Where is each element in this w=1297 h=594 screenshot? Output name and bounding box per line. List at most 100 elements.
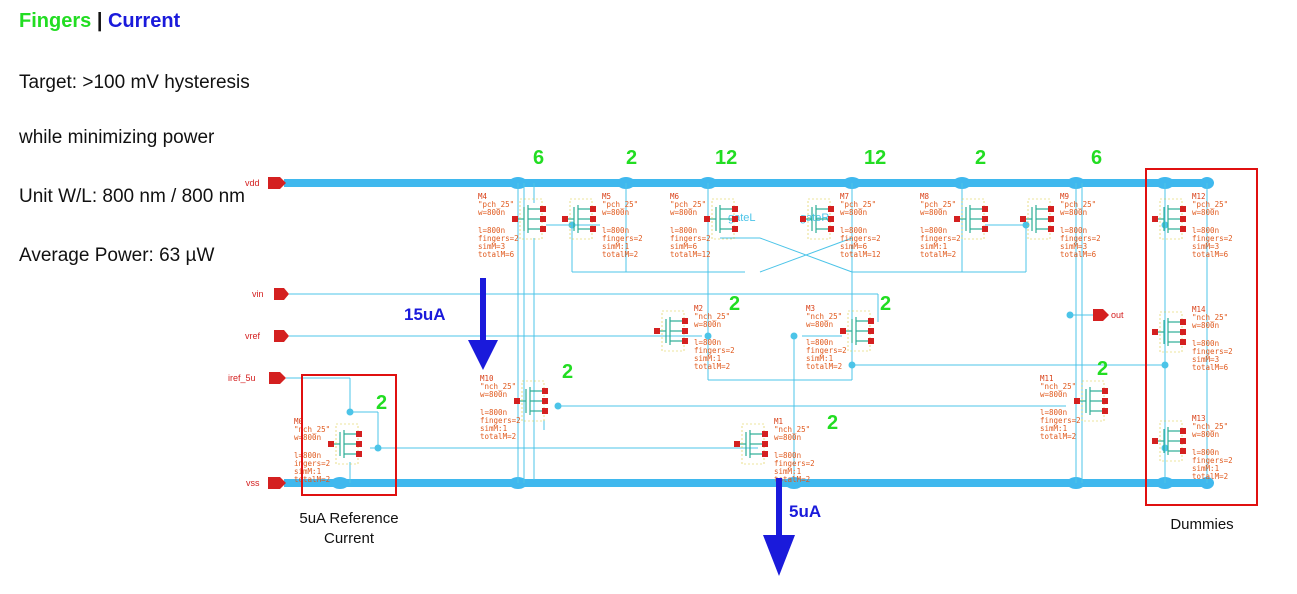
param-M0-fingers: ingers=2	[294, 459, 330, 468]
dummies-box-label: Dummies	[1170, 516, 1233, 533]
transistor-symbol-M14	[1154, 311, 1183, 353]
param-M14-name: M14	[1192, 305, 1206, 314]
terminal-M5-0	[562, 216, 568, 222]
param-M10-w: w=800n	[480, 390, 507, 399]
transistor-symbol-M5	[564, 198, 593, 240]
param-M7-fingers: fingers=2	[840, 234, 881, 243]
param-M10-model: "nch_25"	[480, 382, 516, 391]
terminal-M2-1	[682, 318, 688, 324]
param-M14-w: w=800n	[1192, 321, 1219, 330]
terminal-M5-1	[590, 206, 596, 212]
transistor-M12: M12"pch_25"w=800nl=800nfingers=2simM=3to…	[1152, 192, 1233, 259]
param-M6-name: M6	[670, 192, 680, 201]
transistor-M13: M13"nch_25"w=800nl=800nfingers=2simM:1to…	[1152, 414, 1233, 481]
param-M2-fingers: fingers=2	[694, 346, 735, 355]
param-M3-w: w=800n	[806, 320, 833, 329]
vref-label: vref	[245, 331, 261, 341]
current-arrow-15ua	[468, 278, 498, 370]
fingers-M3: 2	[880, 293, 891, 315]
terminal-M2-2	[682, 338, 688, 344]
terminal-M1-0	[734, 441, 740, 447]
terminal-M5-3	[590, 216, 596, 222]
param-M3-total: totalM=2	[806, 362, 842, 371]
terminal-M3-1	[868, 318, 874, 324]
param-M13-fingers: fingers=2	[1192, 456, 1233, 465]
param-M0-l: l=800n	[294, 451, 321, 460]
param-M6-fingers: fingers=2	[670, 234, 711, 243]
param-M12-name: M12	[1192, 192, 1206, 201]
gateR-label: gateR	[800, 212, 829, 224]
legend-header: Fingers | Current	[19, 10, 180, 33]
terminal-M5-2	[590, 226, 596, 232]
terminal-M14-3	[1180, 329, 1186, 335]
note-target: Target: >100 mV hysteresis	[19, 72, 250, 93]
param-M7-w: w=800n	[840, 208, 867, 217]
fingers-M5: 2	[626, 147, 637, 169]
param-M1-total: totalM=2	[774, 475, 810, 484]
param-M9-model: "pch_25"	[1060, 200, 1096, 209]
param-M11-l: l=800n	[1040, 408, 1067, 417]
param-M0-model: "nch_25"	[294, 425, 330, 434]
transistor-M3: M3"nch_25"w=800nl=800nfingers=2simM:1tot…	[806, 304, 874, 371]
param-M4-w: w=800n	[478, 208, 505, 217]
terminal-M2-0	[654, 328, 660, 334]
param-M11-name: M11	[1040, 374, 1054, 383]
param-M3-model: "nch_25"	[806, 312, 842, 321]
param-M5-fingers: fingers=2	[602, 234, 643, 243]
current-15ua-label: 15uA	[404, 305, 446, 324]
terminal-M6-3	[732, 216, 738, 222]
param-M9-w: w=800n	[1060, 208, 1087, 217]
param-M1-w: w=800n	[774, 433, 801, 442]
param-M4-total: totalM=6	[478, 250, 515, 259]
terminal-M3-3	[868, 328, 874, 334]
terminal-M10-1	[542, 388, 548, 394]
param-M5-model: "pch_25"	[602, 200, 638, 209]
terminal-M8-2	[982, 226, 988, 232]
terminal-M8-1	[982, 206, 988, 212]
terminal-M1-3	[762, 441, 768, 447]
terminal-M10-3	[542, 398, 548, 404]
param-M13-l: l=800n	[1192, 448, 1219, 457]
transistor-symbol-M1	[736, 423, 765, 465]
param-M6-total: totalM=12	[670, 250, 711, 259]
param-M5-name: M5	[602, 192, 611, 201]
fingers-M11: 2	[1097, 358, 1108, 380]
fingers-M9: 6	[1091, 147, 1102, 169]
iref-label: iref_5u	[228, 373, 256, 383]
param-M4-l: l=800n	[478, 226, 505, 235]
param-M10-total: totalM=2	[480, 432, 516, 441]
terminal-M6-0	[704, 216, 710, 222]
transistor-symbol-M6	[706, 198, 735, 240]
param-M6-w: w=800n	[670, 208, 697, 217]
param-M5-total: totalM=2	[602, 250, 638, 259]
param-M10-l: l=800n	[480, 408, 507, 417]
param-M7-total: totalM=12	[840, 250, 881, 259]
terminal-M10-0	[514, 398, 520, 404]
transistor-symbol-M7	[802, 198, 831, 240]
terminal-M6-1	[732, 206, 738, 212]
fingers-M10: 2	[562, 361, 573, 383]
param-M5-simm: simM:1	[602, 242, 629, 251]
iref-pin	[269, 372, 286, 384]
param-M1-simm: simM:1	[774, 467, 801, 476]
param-M2-simm: simM:1	[694, 354, 721, 363]
transistor-M0: M0"nch_25"w=800nl=800ningers=2simM:1tota…	[294, 417, 362, 484]
param-M5-l: l=800n	[602, 226, 629, 235]
fingers-M7: 12	[864, 147, 886, 169]
param-M11-model: "nch_25"	[1040, 382, 1076, 391]
transistor-M9: M9"pch_25"w=800nl=800nfingers=2simM=3tot…	[1020, 192, 1101, 259]
param-M0-w: w=800n	[294, 433, 321, 442]
param-M14-l: l=800n	[1192, 339, 1219, 348]
param-M4-simm: simM=3	[478, 242, 505, 251]
param-M7-name: M7	[840, 192, 849, 201]
param-M5-w: w=800n	[602, 208, 629, 217]
vdd-label: vdd	[245, 178, 260, 188]
param-M1-name: M1	[774, 417, 783, 426]
param-M13-name: M13	[1192, 414, 1206, 423]
transistor-M1: M1"nch_25"w=800nl=800nfingers=2simM:1tot…	[734, 417, 815, 484]
note-power-goal: while minimizing power	[19, 127, 215, 148]
param-M12-w: w=800n	[1192, 208, 1219, 217]
vref-pin	[274, 330, 289, 342]
param-M9-simm: simM=3	[1060, 242, 1087, 251]
